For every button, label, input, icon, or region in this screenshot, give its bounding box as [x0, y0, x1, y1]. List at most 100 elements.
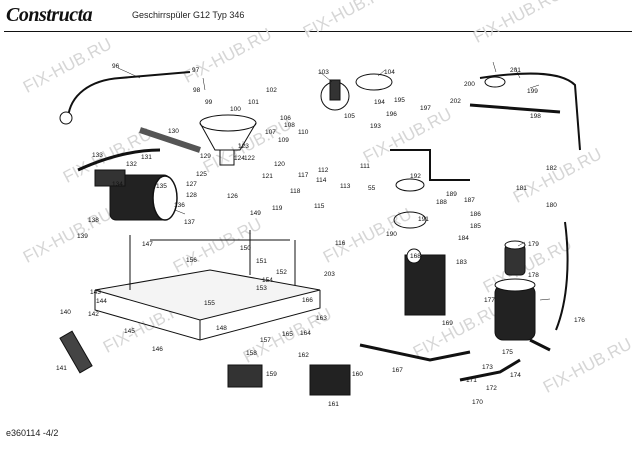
part-label: 164 — [300, 330, 311, 337]
part-label: 113 — [340, 183, 351, 190]
part-label: 181 — [516, 185, 527, 192]
part-label: 99 — [205, 99, 213, 106]
part-label: 147 — [142, 241, 153, 248]
part-label: 102 — [266, 87, 277, 94]
part-label: 123 — [238, 143, 249, 150]
part-label: 121 — [262, 173, 273, 180]
part-label: 175 — [502, 349, 513, 356]
part-label: 98 — [193, 87, 201, 94]
part-label: 174 — [510, 372, 521, 379]
part-label: 185 — [470, 223, 481, 230]
part-label: 172 — [486, 385, 497, 392]
part-label: 155 — [204, 300, 215, 307]
brand-logo: Constructa — [6, 4, 93, 26]
part-label: 184 — [458, 235, 469, 242]
part-label: 115 — [314, 203, 325, 210]
part-label: 125 — [196, 171, 207, 178]
part-label: 109 — [278, 137, 289, 144]
part-label: 105 — [344, 113, 355, 120]
part-label: 187 — [464, 197, 475, 204]
part-label: 101 — [248, 99, 259, 106]
part-label: 143 — [90, 289, 101, 296]
part-label: 131 — [141, 154, 152, 161]
part-label: 112 — [318, 167, 329, 174]
part-label: 124 — [234, 155, 245, 162]
part-label: 128 — [186, 192, 197, 199]
part-label: 158 — [246, 350, 257, 357]
part-label: 140 — [60, 309, 71, 316]
part-label: 133 — [92, 152, 103, 159]
part-label: 201 — [510, 67, 521, 74]
part-label: 160 — [352, 371, 363, 378]
part-label: 142 — [88, 311, 99, 318]
part-label: 177 — [484, 297, 495, 304]
part-label: 166 — [302, 297, 313, 304]
part-label: 132 — [126, 161, 137, 168]
part-label: 202 — [450, 98, 461, 105]
part-label: 150 — [240, 245, 251, 252]
part-label: 145 — [124, 328, 135, 335]
part-label: 183 — [456, 259, 467, 266]
part-label: 136 — [174, 202, 185, 209]
header-divider — [4, 31, 632, 32]
part-label: 139 — [77, 233, 88, 240]
part-label: 178 — [528, 272, 539, 279]
part-label: 161 — [328, 401, 339, 408]
part-label: 146 — [152, 346, 163, 353]
part-label: 167 — [392, 367, 403, 374]
part-label: 152 — [276, 269, 287, 276]
part-label: 197 — [420, 105, 431, 112]
part-label: 118 — [290, 188, 301, 195]
part-label: 151 — [256, 258, 267, 265]
part-label: 190 — [386, 231, 397, 238]
part-label: 179 — [528, 241, 539, 248]
part-label: 203 — [324, 271, 335, 278]
part-label: 137 — [184, 219, 195, 226]
part-label: 122 — [244, 155, 255, 162]
part-label: 141 — [56, 365, 67, 372]
part-label: 188 — [436, 199, 447, 206]
part-label: 165 — [282, 331, 293, 338]
part-label: 129 — [200, 153, 211, 160]
part-label: 156 — [186, 257, 197, 264]
part-label: 182 — [546, 165, 557, 172]
part-label: 171 — [466, 377, 477, 384]
part-label: 117 — [298, 172, 309, 179]
part-label: 127 — [186, 181, 197, 188]
part-label: 134 — [112, 181, 123, 188]
part-label: 194 — [374, 99, 385, 106]
part-label: 119 — [272, 205, 283, 212]
part-label: 153 — [256, 285, 267, 292]
part-label: 163 — [316, 315, 327, 322]
part-label: 170 — [472, 399, 483, 406]
part-label: 180 — [546, 202, 557, 209]
part-label: 196 — [386, 111, 397, 118]
part-label: 135 — [156, 183, 167, 190]
part-label: 157 — [260, 337, 271, 344]
part-label: 97 — [192, 67, 200, 74]
part-label: 191 — [418, 216, 429, 223]
part-label: 116 — [335, 240, 346, 247]
document-id: e360114 -4/2 — [6, 428, 59, 438]
part-labels: 96 97 98 99 100 101 102 103 104 105 106 … — [56, 63, 585, 408]
part-label: 126 — [227, 193, 238, 200]
part-label: 114 — [316, 177, 327, 184]
part-label: 107 — [265, 129, 276, 136]
part-label: 111 — [360, 163, 370, 170]
part-label: 195 — [394, 97, 405, 104]
header: Constructa Geschirrspüler G12 Typ 346 — [0, 0, 636, 40]
part-label: 192 — [410, 173, 421, 180]
part-label: 149 — [250, 210, 261, 217]
part-label: 130 — [168, 128, 179, 135]
part-label: 199 — [527, 88, 538, 95]
part-label: 193 — [370, 123, 381, 130]
part-label: 189 — [446, 191, 457, 198]
part-label: 168 — [410, 253, 421, 260]
part-label: 154 — [262, 277, 273, 284]
part-label: 110 — [298, 129, 309, 136]
part-label: 198 — [530, 113, 541, 120]
part-label: 103 — [318, 69, 329, 76]
part-label: 173 — [482, 364, 493, 371]
part-label: 106 — [280, 115, 291, 122]
part-label: 200 — [464, 81, 475, 88]
